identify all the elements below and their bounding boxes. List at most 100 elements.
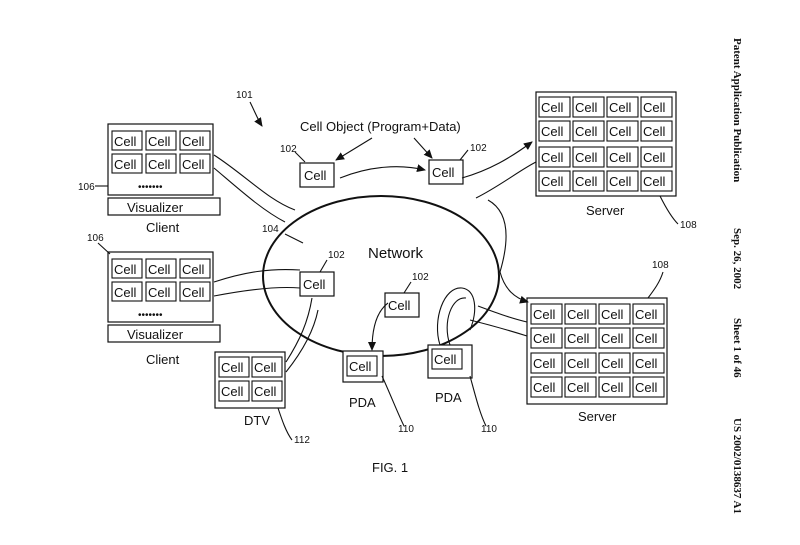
ref-102-c: 102 — [328, 250, 345, 261]
cell-object-pda: Cell — [384, 292, 420, 318]
svg-text:Cell: Cell — [533, 331, 556, 346]
server-top-label: Server — [586, 203, 625, 218]
ref-110-a: 110 — [398, 424, 414, 435]
figure-caption: FIG. 1 — [372, 460, 408, 475]
svg-text:Cell: Cell — [303, 277, 326, 292]
svg-text:Cell: Cell — [643, 100, 666, 115]
svg-text:Cell: Cell — [635, 307, 658, 322]
pda-left: Cell — [342, 350, 384, 383]
svg-text:Cell: Cell — [148, 262, 171, 277]
label-arrow-left — [335, 137, 373, 161]
server-bottom-label: Server — [578, 409, 617, 424]
ref-101-arrow — [249, 101, 263, 127]
ref-102-d: 102 — [412, 272, 429, 283]
header-sheet: Sheet 1 of 46 — [731, 318, 743, 378]
dtv-device: Cell Cell Cell Cell — [214, 351, 286, 409]
pda-right: Cell — [427, 344, 473, 379]
svg-text:Cell: Cell — [635, 331, 658, 346]
client-top: Cell Cell Cell Cell Cell Cell ••••••• Vi… — [107, 123, 221, 216]
client-top-link-1 — [213, 154, 296, 211]
client-top-label: Client — [146, 220, 180, 235]
svg-text:Cell: Cell — [541, 124, 564, 139]
svg-text:Cell: Cell — [148, 157, 171, 172]
svg-text:Cell: Cell — [533, 307, 556, 322]
cell-object-network: Cell — [299, 271, 335, 297]
cell-transfer-arrow — [339, 164, 426, 179]
header-date: Sep. 26, 2002 — [731, 228, 743, 290]
svg-text:Cell: Cell — [567, 380, 590, 395]
ref-108-b-leader — [647, 271, 664, 299]
ref-102-b-leader — [459, 149, 469, 161]
pda-right-link-1 — [436, 287, 476, 346]
svg-text:Cell: Cell — [575, 174, 598, 189]
svg-text:Cell: Cell — [601, 331, 624, 346]
dtv-label: DTV — [244, 413, 270, 428]
client-bottom-link-1 — [213, 268, 301, 283]
side-header: Patent Application Publication Sep. 26, … — [731, 38, 743, 514]
network-ellipse — [262, 195, 500, 357]
ref-102-c-leader — [319, 259, 328, 273]
label-arrow-right — [413, 137, 433, 159]
svg-text:Cell: Cell — [643, 124, 666, 139]
svg-text:Cell: Cell — [609, 100, 632, 115]
ref-104: 104 — [262, 224, 279, 235]
svg-text:Cell: Cell — [114, 285, 137, 300]
client-bottom-cells: Cell Cell Cell Cell Cell Cell — [111, 258, 211, 302]
cell-object-label: Cell Object (Program+Data) — [300, 119, 461, 134]
svg-text:Cell: Cell — [643, 174, 666, 189]
client-bottom: Cell Cell Cell Cell Cell Cell ••••••• Vi… — [107, 251, 221, 343]
cell-object-top-left: Cell — [299, 162, 335, 188]
ref-106-a: 106 — [78, 182, 95, 193]
svg-text:Cell: Cell — [182, 134, 205, 149]
ref-101: 101 — [236, 90, 253, 101]
svg-text:Cell: Cell — [533, 380, 556, 395]
svg-text:Cell: Cell — [567, 356, 590, 371]
svg-text:Cell: Cell — [349, 359, 372, 374]
server-bottom-arrow — [487, 199, 529, 304]
client-bottom-link-2 — [213, 286, 301, 297]
svg-text:Cell: Cell — [182, 285, 205, 300]
server-top-arrow — [461, 141, 533, 179]
ref-112-leader — [277, 407, 293, 441]
dtv-link-1 — [285, 297, 313, 363]
ref-108-a-leader — [659, 195, 679, 225]
svg-text:Cell: Cell — [114, 157, 137, 172]
ref-110-b-leader — [469, 375, 487, 427]
network-label: Network — [368, 245, 424, 262]
ref-102-b: 102 — [470, 143, 487, 154]
pda-left-label: PDA — [349, 395, 376, 410]
svg-text:Cell: Cell — [304, 168, 327, 183]
dtv-link-2 — [285, 309, 319, 373]
ref-106-b-leader — [97, 242, 111, 255]
server-bottom-link-1 — [469, 319, 528, 337]
svg-text:Cell: Cell — [575, 124, 598, 139]
visualizer-bottom-label: Visualizer — [127, 327, 184, 342]
header-publication: Patent Application Publication — [731, 38, 743, 182]
svg-text:Cell: Cell — [182, 262, 205, 277]
server-bottom-link-2 — [477, 305, 528, 323]
svg-text:Cell: Cell — [635, 380, 658, 395]
client-bottom-dots: ••••••• — [138, 310, 163, 321]
svg-text:Cell: Cell — [609, 124, 632, 139]
header-number: US 2002/0138637 A1 — [731, 418, 743, 514]
ref-110-a-leader — [381, 375, 405, 427]
svg-text:Cell: Cell — [432, 165, 455, 180]
svg-text:Cell: Cell — [533, 356, 556, 371]
pda-right-label: PDA — [435, 390, 462, 405]
svg-text:Cell: Cell — [609, 174, 632, 189]
pda-arrow — [368, 302, 389, 351]
ref-108-a: 108 — [680, 220, 697, 231]
ref-102-a: 102 — [280, 144, 297, 155]
client-top-link-2 — [213, 167, 286, 223]
svg-text:Cell: Cell — [541, 100, 564, 115]
svg-text:Cell: Cell — [643, 150, 666, 165]
svg-text:Cell: Cell — [434, 352, 457, 367]
svg-text:Cell: Cell — [114, 262, 137, 277]
svg-text:Cell: Cell — [601, 307, 624, 322]
server-bottom: Cell Cell Cell Cell Cell Cell Cell Cell … — [526, 297, 668, 405]
svg-text:Cell: Cell — [567, 331, 590, 346]
svg-text:Cell: Cell — [388, 298, 411, 313]
ref-112: 112 — [294, 435, 310, 446]
ref-106-b: 106 — [87, 233, 104, 244]
